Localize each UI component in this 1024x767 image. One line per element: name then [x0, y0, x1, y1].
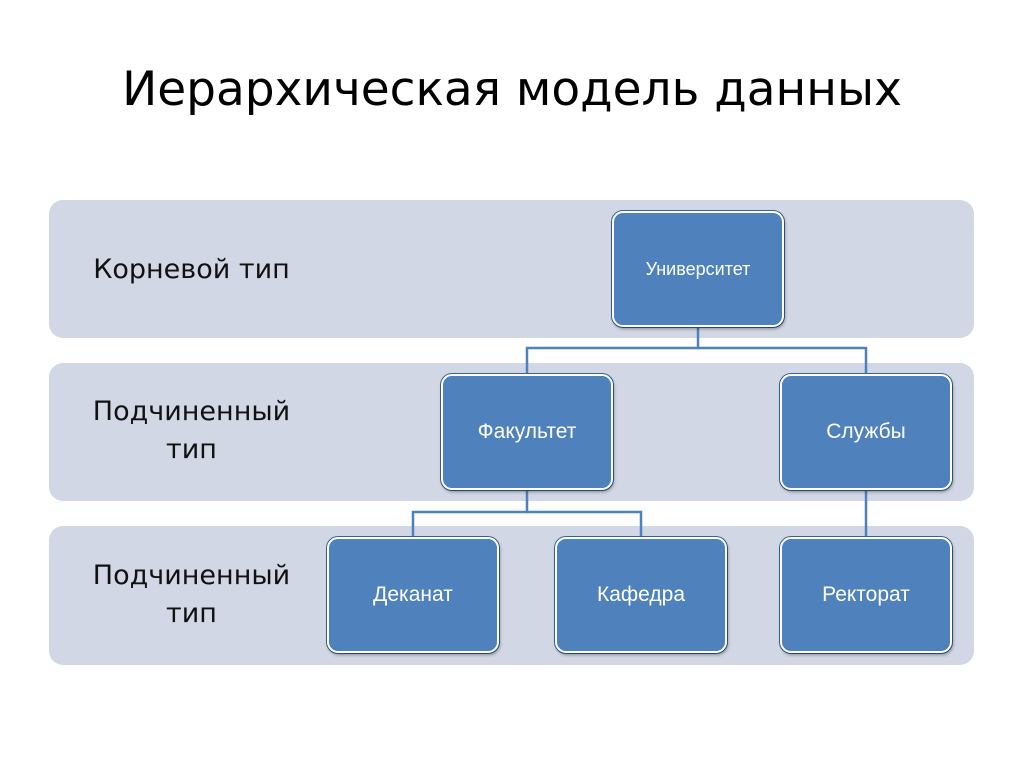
node-university[interactable]: Университет: [612, 211, 784, 327]
level-label-line: тип: [166, 598, 217, 629]
edge-faculty-dean-office: [411, 490, 529, 539]
edge-university-services: [698, 346, 868, 376]
level-label-child-1: Подчиненный тип: [49, 393, 334, 469]
level-label-line: Подчиненный: [92, 560, 291, 591]
level-label-line: тип: [166, 434, 217, 465]
level-band-root: Корневой тип: [49, 200, 974, 338]
page-title: Иерархическая модель данных: [122, 62, 902, 117]
node-services[interactable]: Службы: [780, 374, 952, 490]
level-label-root: Корневой тип: [49, 251, 334, 289]
node-faculty[interactable]: Факультет: [441, 374, 613, 490]
level-label-line: Корневой тип: [93, 254, 290, 285]
edge-university-faculty: [525, 327, 700, 376]
level-label-line: Подчиненный: [92, 396, 291, 427]
edge-faculty-department: [527, 510, 643, 539]
node-dean-office[interactable]: Деканат: [327, 537, 499, 653]
level-label-child-2: Подчиненный тип: [49, 557, 334, 633]
node-rectorate[interactable]: Ректорат: [780, 537, 952, 653]
node-department[interactable]: Кафедра: [555, 537, 727, 653]
